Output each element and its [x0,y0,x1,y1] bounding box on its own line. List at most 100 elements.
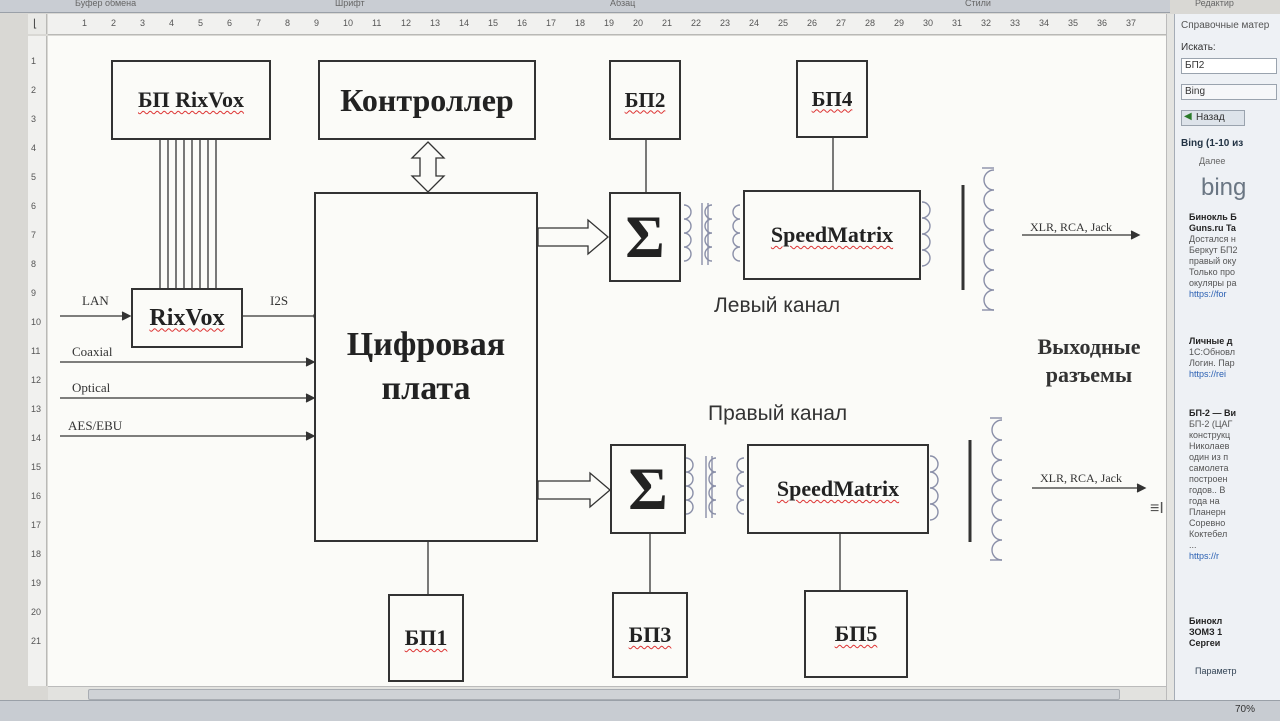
ruler-h-number: 36 [1097,18,1108,28]
result-1-line-1: Guns.ru Ta [1189,223,1236,233]
block-bp3-label: БП3 [628,622,672,647]
block-controller[interactable]: Контроллер [318,60,536,140]
block-speedmatrix-left-label: SpeedMatrix [770,222,894,247]
ruler-h-number: 9 [314,18,320,28]
result-1-url[interactable]: https://for [1189,289,1227,299]
result-3-line-8: года на [1189,496,1220,506]
block-bp2[interactable]: БП2 [609,60,681,140]
ribbon-group-clipboard[interactable]: Буфер обмена [75,0,137,8]
ruler-h-number: 25 [778,18,789,28]
result-1-line-3: Беркут БП2 [1189,245,1238,255]
ruler-h-number: 3 [140,18,146,28]
block-bp1[interactable]: БП1 [388,594,464,682]
horizontal-scrollbar[interactable] [48,686,1166,701]
result-3-line-6: построен [1189,474,1228,484]
results-header[interactable]: Bing (1-10 из [1181,138,1244,149]
result-4[interactable]: Бинокл ЗОМЗ 1 Сергеи [1189,616,1279,649]
result-3-url[interactable]: https://r [1189,551,1220,561]
ruler-h-number: 22 [691,18,702,28]
ruler-h-number: 18 [575,18,586,28]
result-2-url[interactable]: https://rei [1189,369,1227,379]
block-bp4-label: БП4 [811,86,853,111]
ribbon-group-labels: Буфер обмена Шрифт Абзац Стили Редактир [0,0,1234,13]
result-4-line-2: Сергеи [1189,638,1221,648]
result-3-line-10: Соревно [1189,518,1226,528]
result-1-title[interactable]: Бинокль Б [1189,212,1237,222]
ruler-h-number: 33 [1010,18,1021,28]
result-2-line-1: 1С:Обновл [1189,347,1235,357]
result-4-title[interactable]: Бинокл [1189,616,1223,626]
result-3-line-4: один из п [1189,452,1229,462]
result-2-title[interactable]: Личные д [1189,336,1233,346]
search-input[interactable]: БП2 [1181,58,1277,74]
ribbon-group-font[interactable]: Шрифт [335,0,365,8]
result-3-line-2: конструкц [1189,430,1231,440]
ruler-h-number: 23 [720,18,731,28]
back-button[interactable]: Назад [1181,110,1245,126]
block-bp4[interactable]: БП4 [796,60,868,138]
ruler-h-number: 2 [111,18,117,28]
ruler-h-number: 7 [256,18,262,28]
result-1-line-5: Только про [1189,267,1235,277]
label-left-channel: Левый канал [714,294,841,317]
ruler-h-number: 35 [1068,18,1079,28]
ruler-h-number: 30 [923,18,934,28]
ribbon-group-paragraph[interactable]: Абзац [610,0,636,8]
label-output-right: XLR, RCA, Jack [1040,471,1122,485]
block-digital-board-label-1: Цифровая [346,326,506,363]
result-3-line-11: Коктебел [1189,529,1228,539]
block-bp-rixvox[interactable]: БП RixVox [111,60,271,140]
source-select[interactable]: Bing [1181,84,1277,100]
result-3-title[interactable]: БП-2 — Ви [1189,408,1236,418]
label-output-connectors: Выходные разъемы [1024,333,1154,389]
results-more[interactable]: Далее [1199,156,1226,166]
ruler-v-number: 1 [31,56,37,66]
tab-stop-icon: ⌊ [33,18,38,30]
block-rixvox[interactable]: RixVox [131,288,243,348]
ruler-v-number: 5 [31,172,37,182]
ruler-h-number: 6 [227,18,233,28]
result-3[interactable]: БП-2 — Ви БП-2 (ЦАГ конструкц Николаев о… [1189,408,1279,562]
ruler-v-number: 18 [31,549,42,559]
ruler-h-number: 12 [401,18,412,28]
ribbon-group-editing[interactable]: Редактир [1195,0,1234,8]
diagram-wires [60,138,1147,594]
block-speedmatrix-left[interactable]: SpeedMatrix [743,190,921,280]
block-bp3[interactable]: БП3 [612,592,688,678]
sum-icon: Σ [625,203,665,270]
ribbon-group-styles[interactable]: Стили [965,0,991,8]
result-1[interactable]: Бинокль Б Guns.ru Ta Достался н Беркут Б… [1189,212,1279,300]
block-digital-board[interactable]: Цифровая плата [314,192,538,542]
ruler-h-number: 8 [285,18,291,28]
ruler-h-number: 13 [430,18,441,28]
block-bp5[interactable]: БП5 [804,590,908,678]
horizontal-scrollbar-thumb[interactable] [88,689,1120,700]
result-2[interactable]: Личные д 1С:Обновл Логин. Пар https://re… [1189,336,1279,380]
label-i2s: I2S [270,293,289,308]
document-page[interactable] [48,36,1166,686]
zoom-level[interactable]: 70% [1235,704,1256,715]
result-1-line-4: правый оку [1189,256,1237,266]
vertical-scrollbar[interactable] [1166,14,1175,700]
status-bar: 70% [0,700,1280,721]
label-coaxial: Coaxial [72,344,113,359]
block-speedmatrix-right[interactable]: SpeedMatrix [747,444,929,534]
ruler-tab-selector[interactable]: ⌊ [28,14,47,34]
back-button-label: Назад [1196,112,1225,123]
block-sum-right[interactable]: Σ [610,444,686,534]
ruler-v-number: 9 [31,288,37,298]
block-sum-left[interactable]: Σ [609,192,681,282]
params-link[interactable]: Параметр [1195,666,1237,676]
search-label: Искать: [1181,42,1216,53]
label-output-connectors-line-2: разъемы [1045,362,1133,387]
ruler-v-number: 21 [31,636,42,646]
result-3-line-1: БП-2 (ЦАГ [1189,419,1233,429]
ruler-h-number: 26 [807,18,818,28]
block-speedmatrix-right-label: SpeedMatrix [776,476,900,501]
result-3-line-3: Николаев [1189,441,1230,451]
ruler-h-number: 15 [488,18,499,28]
ruler-h-number: 1 [82,18,88,28]
block-digital-board-label-2: плата [381,370,471,407]
